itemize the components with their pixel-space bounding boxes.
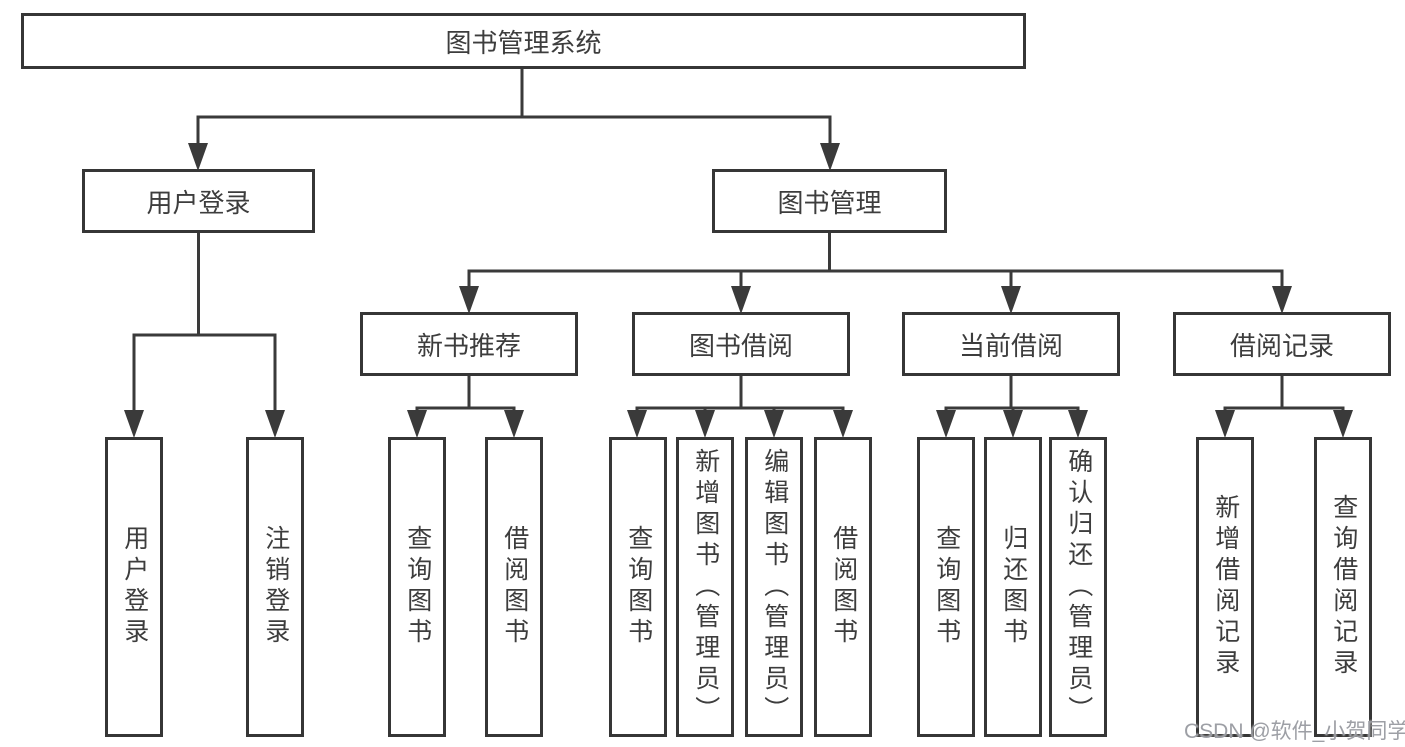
- node-root-system: 图书管理系统: [21, 13, 1026, 69]
- node-label: 查询图书: [624, 525, 653, 649]
- node-user-login: 用户登录: [82, 169, 315, 233]
- node-label: 借阅图书: [829, 525, 858, 649]
- node-new-book-recommend: 新书推荐: [360, 312, 578, 376]
- connector-borrow-record-to-leaves: [1215, 376, 1353, 438]
- leaf-add-book-admin: 新增图书（管理员）: [676, 437, 734, 737]
- leaf-borrow-books-2: 借阅图书: [814, 437, 872, 737]
- leaf-user-login: 用户登录: [105, 437, 163, 737]
- node-label: 查询借阅记录: [1329, 494, 1358, 680]
- node-label: 当前借阅: [958, 330, 1063, 361]
- csdn-watermark: CSDN @软件_小贺同学: [1184, 720, 1405, 743]
- leaf-query-books-3: 查询图书: [917, 437, 975, 737]
- leaf-edit-book-admin: 编辑图书（管理员）: [745, 437, 803, 737]
- leaf-add-borrow-record: 新增借阅记录: [1196, 437, 1254, 737]
- connector-new-book-recommend-to-leaves: [407, 376, 524, 438]
- leaf-return-book: 归还图书: [984, 437, 1042, 737]
- leaf-logout: 注销登录: [246, 437, 304, 737]
- node-book-borrow: 图书借阅: [632, 312, 850, 376]
- node-label: 查询图书: [932, 525, 961, 649]
- connector-book-management-to-level3: [459, 233, 1292, 314]
- connector-book-borrow-to-leaves: [627, 376, 853, 438]
- node-label: 确认归还（管理员）: [1064, 447, 1093, 727]
- node-label: 新增借阅记录: [1211, 494, 1240, 680]
- leaf-query-borrow-record: 查询借阅记录: [1314, 437, 1372, 737]
- leaf-query-books-1: 查询图书: [388, 437, 446, 737]
- connector-root-to-level2: [188, 69, 840, 171]
- connector-user-login-to-leaves: [124, 233, 285, 438]
- node-book-management: 图书管理: [712, 169, 947, 233]
- node-label: 编辑图书（管理员）: [760, 447, 789, 727]
- node-label: 图书借阅: [688, 330, 793, 361]
- node-current-borrow: 当前借阅: [902, 312, 1120, 376]
- node-label: 借阅图书: [500, 525, 529, 649]
- node-label: 借阅记录: [1229, 330, 1334, 361]
- node-label: 图书管理: [777, 187, 882, 218]
- node-label: 用户登录: [146, 187, 251, 218]
- node-label: 新书推荐: [416, 330, 521, 361]
- node-label: 归还图书: [999, 525, 1028, 649]
- leaf-query-books-2: 查询图书: [609, 437, 667, 737]
- node-label: 新增图书（管理员）: [691, 447, 720, 727]
- connector-current-borrow-to-leaves: [936, 376, 1088, 438]
- leaf-borrow-books-1: 借阅图书: [485, 437, 543, 737]
- node-borrow-records: 借阅记录: [1173, 312, 1391, 376]
- node-label: 图书管理系统: [445, 27, 602, 58]
- node-label: 查询图书: [403, 525, 432, 649]
- leaf-confirm-return-admin: 确认归还（管理员）: [1049, 437, 1107, 737]
- node-label: 用户登录: [120, 525, 149, 649]
- node-label: 注销登录: [261, 525, 290, 649]
